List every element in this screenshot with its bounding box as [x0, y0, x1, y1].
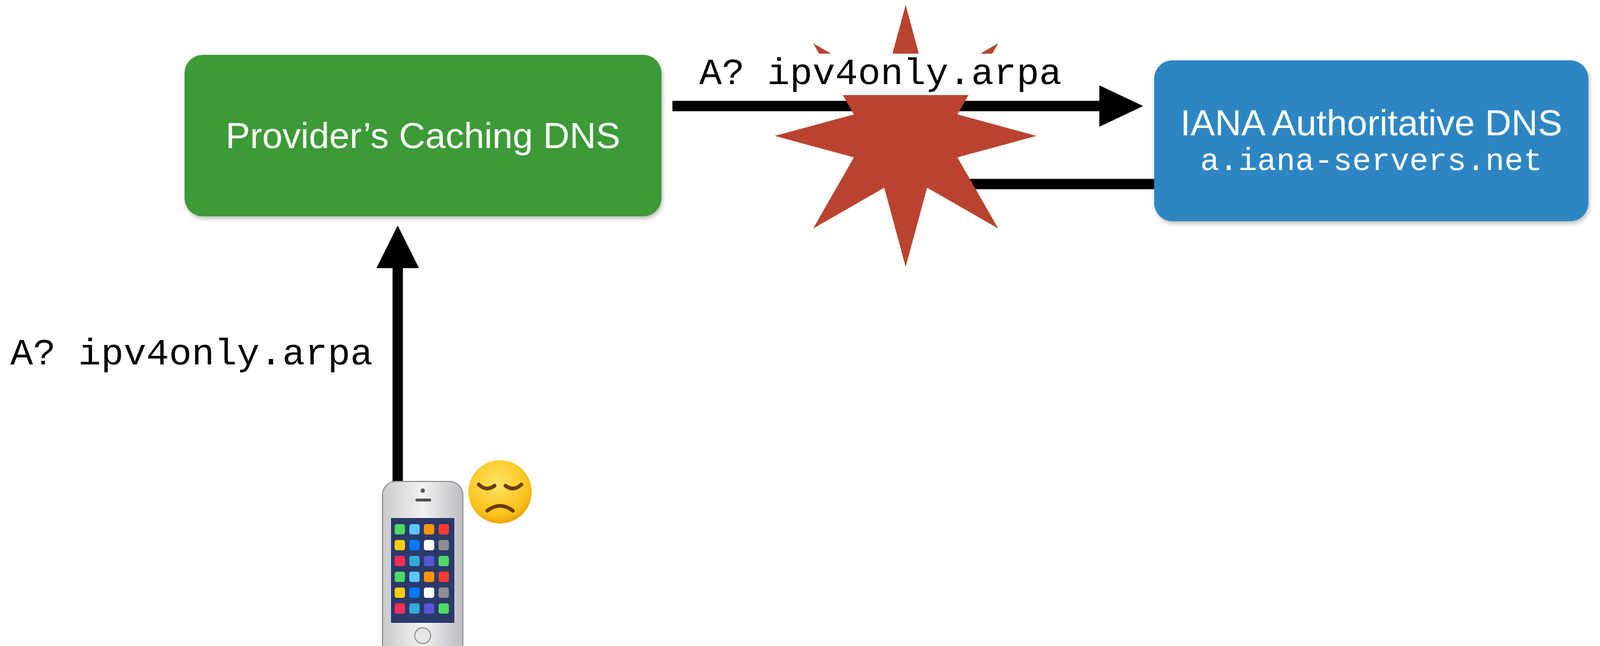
server-name: IANA Authoritative DNS	[1180, 101, 1563, 144]
query-label: A? ipv4only.arpa	[696, 53, 1065, 96]
failure-star	[774, 4, 1037, 267]
query-arrow	[376, 225, 420, 482]
server-name: Provider’s Caching DNS	[225, 114, 621, 157]
query-label: A? ipv4only.arpa	[10, 333, 373, 376]
phone-illustration	[382, 481, 463, 646]
dns-server-box: Provider’s Caching DNS	[184, 54, 662, 217]
dns-server-box: IANA Authoritative DNSa.iana-servers.net	[1154, 60, 1589, 222]
server-host: a.iana-servers.net	[1200, 143, 1543, 181]
sad-emoji	[468, 459, 532, 524]
